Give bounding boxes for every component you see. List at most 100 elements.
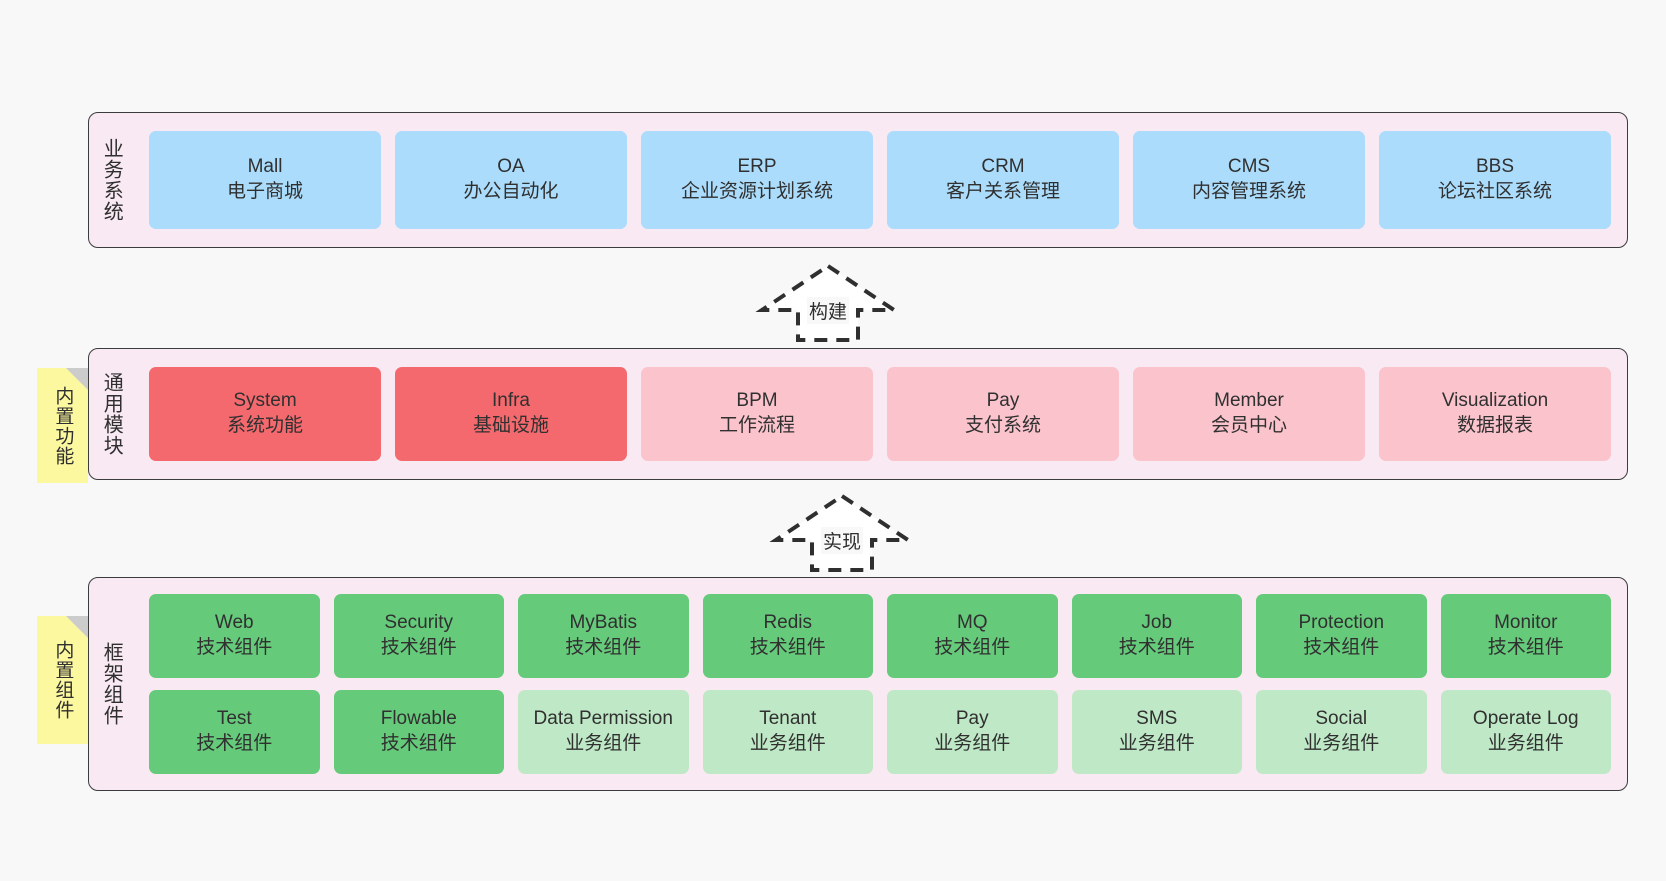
card-mall[interactable]: Mall 电子商城 [149,131,381,229]
card-operate-log[interactable]: Operate Log 业务组件 [1440,690,1611,774]
card-mq-title: MQ [956,612,988,634]
card-mq[interactable]: MQ 技术组件 [887,594,1058,678]
card-social[interactable]: Social 业务组件 [1256,690,1427,774]
card-infra-subtitle: 基础设施 [472,415,549,436]
card-web-subtitle: 技术组件 [196,637,273,658]
card-bbs[interactable]: BBS 论坛社区系统 [1379,131,1611,229]
card-member-title: Member [1214,390,1284,412]
card-mall-subtitle: 电子商城 [226,181,303,202]
card-cms[interactable]: CMS 内容管理系统 [1133,131,1365,229]
card-system[interactable]: System 系统功能 [149,367,381,461]
framework-business-row: Test 技术组件 Flowable 技术组件 Data Permission … [149,690,1611,774]
card-web[interactable]: Web 技术组件 [149,594,320,678]
card-data-permission[interactable]: Data Permission 业务组件 [518,690,689,774]
card-job-subtitle: 技术组件 [1118,637,1195,658]
card-test[interactable]: Test 技术组件 [149,690,320,774]
card-job-title: Job [1141,612,1173,634]
card-mybatis-subtitle: 技术组件 [565,637,642,658]
layer-business-systems-label: 业务系统 [100,138,123,222]
card-monitor-subtitle: 技术组件 [1487,637,1564,658]
layer-framework-components-body: Web 技术组件 Security 技术组件 MyBatis 技术组件 Redi… [133,578,1627,790]
card-protection-title: Protection [1298,612,1385,634]
card-mall-title: Mall [247,156,283,178]
card-monitor[interactable]: Monitor 技术组件 [1440,594,1611,678]
layer-business-systems: 业务系统 Mall 电子商城 OA 办公自动化 ERP 企业资源计划系统 CRM… [88,112,1628,248]
card-security-subtitle: 技术组件 [380,637,457,658]
card-web-title: Web [214,612,254,634]
card-crm-title: CRM [981,156,1025,178]
card-social-title: Social [1315,708,1368,730]
card-infra-title: Infra [491,390,531,412]
layer-common-modules: 通用模块 System 系统功能 Infra 基础设施 BPM 工作流程 Pay… [88,348,1628,480]
card-erp[interactable]: ERP 企业资源计划系统 [641,131,873,229]
sticky-note-builtin-component: 内置组件 [37,616,88,744]
card-visualization-title: Visualization [1441,390,1549,412]
card-tenant-title: Tenant [759,708,817,730]
card-operate-log-title: Operate Log [1472,708,1579,730]
card-test-subtitle: 技术组件 [196,733,273,754]
card-test-title: Test [216,708,252,730]
card-data-permission-subtitle: 业务组件 [565,733,642,754]
card-security-title: Security [384,612,454,634]
card-monitor-title: Monitor [1494,612,1558,634]
card-pay-component-subtitle: 业务组件 [934,733,1011,754]
arrow-build-label: 构建 [806,297,850,324]
card-operate-log-subtitle: 业务组件 [1487,733,1564,754]
card-pay-component[interactable]: Pay 业务组件 [887,690,1058,774]
card-redis-title: Redis [763,612,813,634]
card-crm[interactable]: CRM 客户关系管理 [887,131,1119,229]
card-pay-component-title: Pay [955,708,989,730]
card-pay-module-title: Pay [986,390,1020,412]
card-protection-subtitle: 技术组件 [1303,637,1380,658]
card-mq-subtitle: 技术组件 [934,637,1011,658]
card-mybatis-title: MyBatis [569,612,638,634]
layer-common-modules-label: 通用模块 [100,372,123,456]
card-tenant[interactable]: Tenant 业务组件 [702,690,873,774]
card-system-title: System [233,390,297,412]
card-visualization-subtitle: 数据报表 [1456,415,1533,436]
sticky-note-builtin-function: 内置功能 [37,368,88,483]
card-flowable-title: Flowable [380,708,457,730]
card-crm-subtitle: 客户关系管理 [945,181,1060,202]
card-cms-title: CMS [1227,156,1271,178]
card-erp-subtitle: 企业资源计划系统 [680,181,833,202]
card-member[interactable]: Member 会员中心 [1133,367,1365,461]
card-oa-title: OA [497,156,525,178]
layer-common-modules-body: System 系统功能 Infra 基础设施 BPM 工作流程 Pay 支付系统… [133,349,1627,479]
card-sms-title: SMS [1136,708,1178,730]
card-system-subtitle: 系统功能 [226,415,303,436]
card-mybatis[interactable]: MyBatis 技术组件 [518,594,689,678]
card-pay-module[interactable]: Pay 支付系统 [887,367,1119,461]
card-oa[interactable]: OA 办公自动化 [395,131,627,229]
card-oa-subtitle: 办公自动化 [463,181,559,202]
card-erp-title: ERP [737,156,777,178]
sticky-note-builtin-function-label: 内置功能 [52,385,74,466]
card-bbs-title: BBS [1475,156,1515,178]
sticky-note-builtin-component-label: 内置组件 [52,640,74,720]
layer-business-systems-body: Mall 电子商城 OA 办公自动化 ERP 企业资源计划系统 CRM 客户关系… [133,113,1627,247]
card-sms[interactable]: SMS 业务组件 [1071,690,1242,774]
sticky-fold-corner-icon [66,616,88,638]
card-protection[interactable]: Protection 技术组件 [1256,594,1427,678]
arrow-implement-label: 实现 [820,527,864,554]
framework-tech-row: Web 技术组件 Security 技术组件 MyBatis 技术组件 Redi… [149,594,1611,678]
card-social-subtitle: 业务组件 [1303,733,1380,754]
card-redis-subtitle: 技术组件 [749,637,826,658]
card-redis[interactable]: Redis 技术组件 [702,594,873,678]
card-visualization[interactable]: Visualization 数据报表 [1379,367,1611,461]
card-bpm[interactable]: BPM 工作流程 [641,367,873,461]
card-bpm-subtitle: 工作流程 [718,415,795,436]
arrow-build: 构建 [755,262,901,342]
card-job[interactable]: Job 技术组件 [1071,594,1242,678]
card-security[interactable]: Security 技术组件 [333,594,504,678]
card-sms-subtitle: 业务组件 [1118,733,1195,754]
arrow-implement: 实现 [769,492,915,572]
card-infra[interactable]: Infra 基础设施 [395,367,627,461]
card-pay-module-subtitle: 支付系统 [964,415,1041,436]
layer-framework-components-label: 框架组件 [100,642,123,726]
card-data-permission-title: Data Permission [533,708,673,730]
card-flowable-subtitle: 技术组件 [380,733,457,754]
card-tenant-subtitle: 业务组件 [749,733,826,754]
card-flowable[interactable]: Flowable 技术组件 [333,690,504,774]
